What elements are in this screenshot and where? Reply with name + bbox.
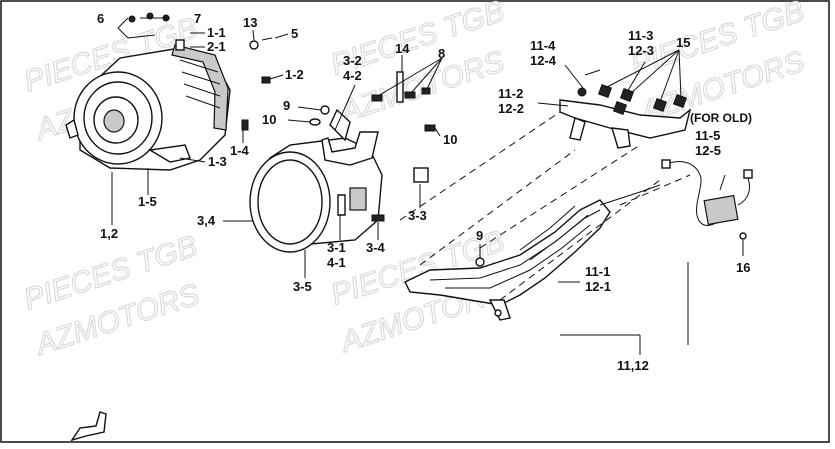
label-9-lower: 9 [476, 228, 483, 243]
label-6: 6 [97, 11, 104, 26]
label-12-4: 12-4 [530, 53, 557, 68]
label-11-5: 11-5 [695, 128, 720, 143]
label-5: 5 [291, 26, 298, 41]
headlight-assembly [65, 39, 231, 171]
assembly-dashed-lines [399, 111, 691, 301]
label-1-4: 1-4 [230, 143, 250, 158]
upper-bracket-leaders [537, 49, 682, 107]
label-15: 15 [676, 35, 690, 50]
part-labels: 6 7 13 5 1-1 2-1 1-2 1-4 1-3 1-5 1,2 3-2… [97, 11, 752, 373]
label-12-1: 12-1 [585, 279, 611, 294]
label-4-1: 4-1 [327, 255, 346, 270]
label-4-2: 4-2 [343, 68, 362, 83]
label-8: 8 [438, 46, 445, 61]
label-7: 7 [194, 11, 201, 26]
label-14: 14 [395, 41, 410, 56]
label-10-right: 10 [443, 132, 457, 147]
label-2-1: 2-1 [207, 39, 226, 54]
headlight-leader-lines [111, 17, 289, 225]
label-11-2: 11-2 [498, 86, 523, 101]
label-11-4: 11-4 [530, 38, 556, 53]
label-12-5: 12-5 [695, 143, 721, 158]
label-13: 13 [243, 15, 257, 30]
label-12-3: 12-3 [628, 43, 654, 58]
fog-leader-lines [223, 55, 443, 278]
upper-bracket [559, 69, 692, 149]
label-3-4-set: 3,4 [197, 213, 216, 228]
label-3-2: 3-2 [343, 53, 362, 68]
label-3-1: 3-1 [327, 240, 346, 255]
label-1-2: 1-2 [285, 67, 304, 82]
label-1-5: 1-5 [138, 194, 157, 209]
label-10-left: 10 [262, 112, 276, 127]
label-3-3: 3-3 [408, 208, 427, 223]
label-3-5: 3-5 [293, 279, 312, 294]
label-12-2: 12-2 [498, 101, 524, 116]
lower-guard [404, 184, 661, 321]
label-11-1: 11-1 [585, 264, 610, 279]
fog-bracket-and-screws [309, 71, 436, 222]
label-11-12-set: 11,12 [617, 358, 649, 373]
wiring-harness [661, 159, 753, 256]
for-old-note: (FOR OLD) [690, 111, 752, 125]
label-9-upper: 9 [283, 98, 290, 113]
label-16: 16 [736, 260, 750, 275]
label-1-1: 1-1 [207, 25, 226, 40]
label-3-4: 3-4 [366, 240, 386, 255]
label-1-3: 1-3 [208, 154, 227, 169]
label-1-2-set: 1,2 [100, 226, 118, 241]
partial-fragment [70, 411, 107, 442]
label-11-3: 11-3 [628, 28, 653, 43]
lower-leader-lines [479, 244, 689, 355]
fog-lamp-assembly [249, 131, 383, 253]
